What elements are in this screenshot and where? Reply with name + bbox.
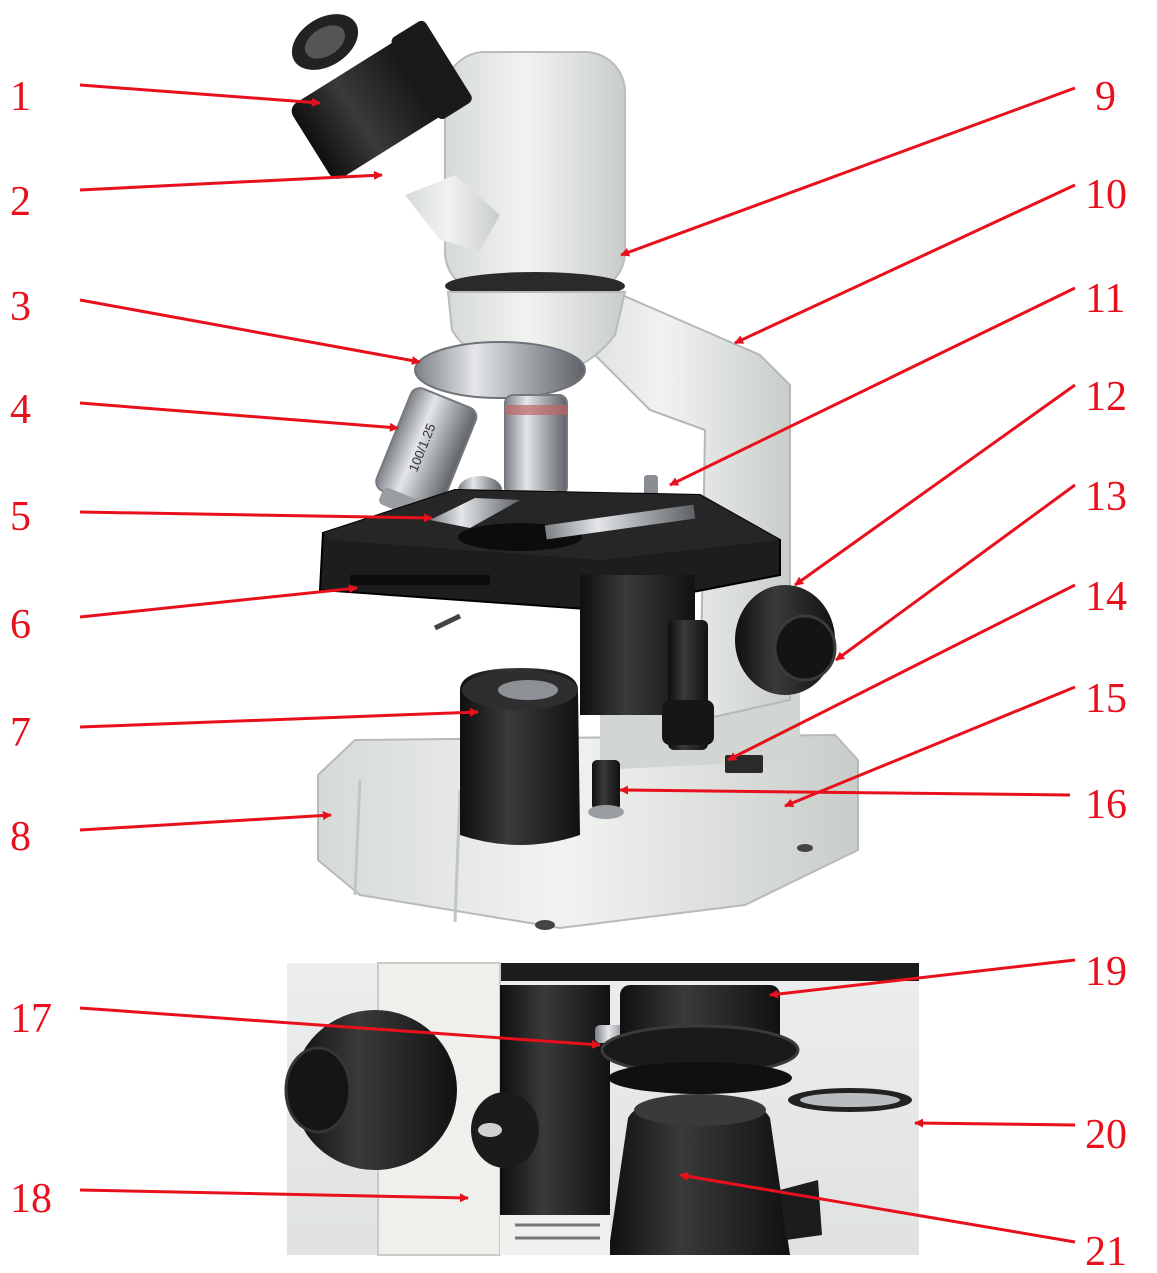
label-20: 20 bbox=[1085, 1112, 1127, 1158]
label-7: 7 bbox=[10, 710, 31, 756]
arrow-20 bbox=[915, 1123, 1075, 1125]
arrow-13 bbox=[836, 485, 1075, 660]
arrow-9 bbox=[621, 88, 1075, 255]
head bbox=[445, 52, 625, 292]
arrow-12 bbox=[795, 385, 1075, 585]
label-9: 9 bbox=[1095, 74, 1116, 120]
arrow-8 bbox=[80, 815, 331, 830]
arrow-10 bbox=[735, 185, 1075, 343]
label-8: 8 bbox=[10, 814, 31, 860]
label-16: 16 bbox=[1085, 782, 1127, 828]
label-4: 4 bbox=[10, 387, 31, 433]
label-12: 12 bbox=[1085, 374, 1127, 420]
arrow-1 bbox=[80, 85, 320, 103]
label-18: 18 bbox=[10, 1176, 52, 1222]
label-1: 1 bbox=[10, 74, 31, 120]
label-5: 5 bbox=[10, 494, 31, 540]
label-10: 10 bbox=[1085, 172, 1127, 218]
label-15: 15 bbox=[1085, 676, 1127, 722]
arrow-7 bbox=[80, 712, 478, 727]
label-14: 14 bbox=[1085, 574, 1127, 620]
label-17: 17 bbox=[10, 996, 52, 1042]
arrow-4 bbox=[80, 403, 398, 428]
arrow-2 bbox=[80, 175, 382, 190]
label-6: 6 bbox=[10, 602, 31, 648]
detail-photo bbox=[286, 963, 919, 1255]
label-3: 3 bbox=[10, 284, 31, 330]
brightness-knob bbox=[592, 760, 620, 810]
label-2: 2 bbox=[10, 179, 31, 225]
nosepiece bbox=[415, 342, 585, 398]
label-13: 13 bbox=[1085, 474, 1127, 520]
arrow-3 bbox=[80, 300, 420, 362]
label-19: 19 bbox=[1085, 949, 1127, 995]
label-21: 21 bbox=[1085, 1229, 1127, 1273]
arrow-6 bbox=[80, 588, 357, 617]
base bbox=[318, 735, 858, 928]
label-11: 11 bbox=[1085, 276, 1125, 322]
